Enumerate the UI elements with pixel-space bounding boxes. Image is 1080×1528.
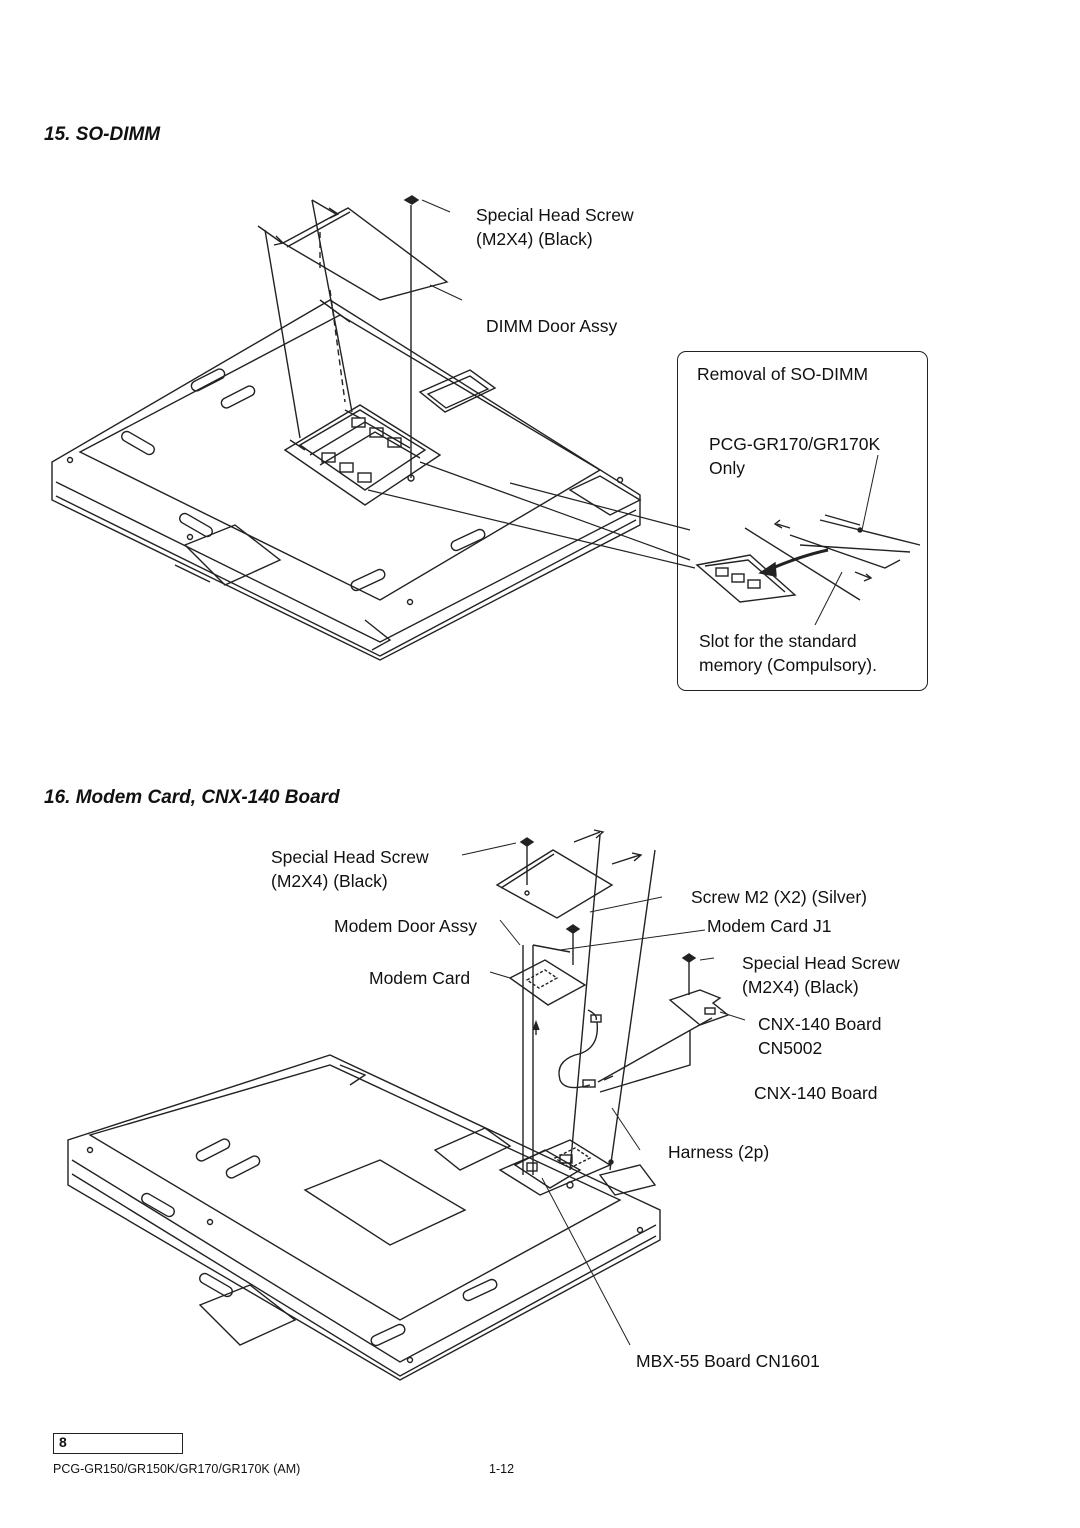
model-note: PCG-GR170/GR170K Only bbox=[709, 434, 881, 478]
screw-label-1: Special Head Screw (M2X4) (Black) bbox=[476, 205, 634, 249]
laptop-base-illustration-1 bbox=[51, 299, 642, 661]
section-16-title: 16. Modem Card, CNX-140 Board bbox=[44, 787, 340, 808]
harness-label: Harness (2p) bbox=[668, 1142, 770, 1162]
screw-m2-label: Screw M2 (X2) (Silver) bbox=[691, 887, 867, 907]
footer-mark-box: 8 bbox=[53, 1433, 183, 1454]
footer-page-number: 1-12 bbox=[489, 1462, 515, 1476]
cnx-cn5002-label: CNX-140 Board CN5002 bbox=[758, 1014, 882, 1058]
modem-card-illustration bbox=[508, 959, 587, 1006]
modem-door-illustration bbox=[495, 849, 614, 919]
section-15-title: 15. SO-DIMM bbox=[44, 124, 161, 145]
dimm-door-label: DIMM Door Assy bbox=[486, 316, 618, 336]
removal-callout bbox=[677, 351, 928, 691]
modem-card-label: Modem Card bbox=[369, 968, 471, 988]
modem-door-label: Modem Door Assy bbox=[334, 916, 477, 936]
modem-screw-label-left: Special Head Screw (M2X4) (Black) bbox=[271, 847, 429, 891]
modem-j1-label: Modem Card J1 bbox=[707, 916, 832, 936]
mbx-label: MBX-55 Board CN1601 bbox=[636, 1351, 820, 1371]
so-dimm-removal-detail bbox=[695, 454, 921, 626]
cnx-board-illustration bbox=[668, 989, 730, 1026]
modem-screw-label-right: Special Head Screw (M2X4) (Black) bbox=[742, 953, 900, 997]
slot-note: Slot for the standard memory (Compulsory… bbox=[699, 631, 877, 675]
dimm-slot-illustration bbox=[283, 404, 442, 506]
laptop-base-illustration-2 bbox=[67, 1054, 661, 1381]
footer-model: PCG-GR150/GR150K/GR170/GR170K (AM) bbox=[53, 1462, 301, 1476]
callout-title: Removal of SO-DIMM bbox=[697, 364, 869, 384]
cnx-board-label: CNX-140 Board bbox=[754, 1083, 878, 1103]
dimm-door-illustration bbox=[281, 207, 449, 301]
